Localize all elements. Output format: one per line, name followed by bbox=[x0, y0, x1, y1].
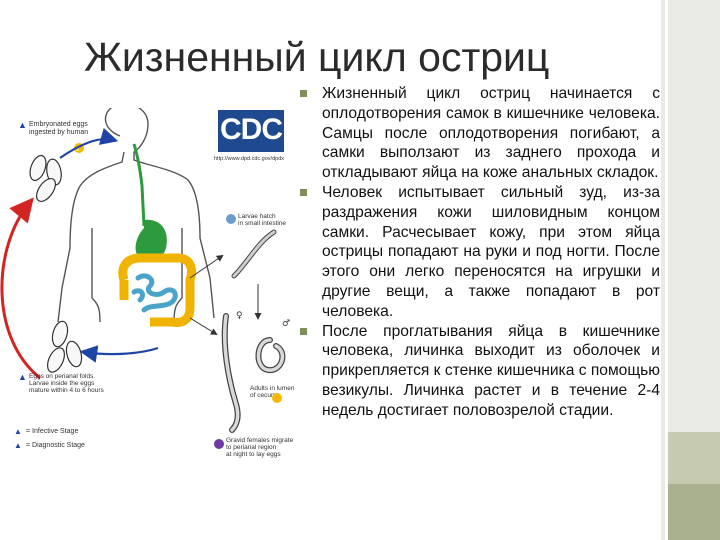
bullet-text: Человек испытывает сильный зуд, из-за ра… bbox=[322, 183, 660, 320]
step4-label: Adults in lumen of cecum bbox=[250, 385, 296, 399]
bullet-marker bbox=[300, 188, 307, 196]
bullet-text: Жизненный цикл остриц начинается с оплод… bbox=[322, 85, 660, 182]
step5-badge bbox=[214, 439, 224, 449]
right-accent-block-light bbox=[668, 432, 720, 484]
step6-badge: ▲ bbox=[18, 372, 27, 382]
esophagus bbox=[132, 143, 146, 227]
right-divider-line bbox=[661, 0, 665, 540]
arrow-eggs-to-mouth bbox=[59, 127, 119, 159]
cycle-arrow-red bbox=[0, 197, 41, 380]
legend-diagnostic-label: = Diagnostic Stage bbox=[26, 442, 85, 449]
step3-badge bbox=[226, 214, 236, 224]
legend-diagnostic-icon: ▲ bbox=[14, 441, 22, 450]
arrow-step5-to-step6 bbox=[79, 345, 159, 363]
step6-label: Eggs on perianal folds. Larvae inside th… bbox=[29, 373, 105, 394]
bullet-item: Жизненный цикл остриц начинается с оплод… bbox=[296, 84, 660, 183]
arrow-cecum-to-step4 bbox=[189, 317, 218, 336]
cdc-logo: CDC http://www.dpd.cdc.gov/dpdx bbox=[206, 110, 292, 166]
male-symbol-icon: ♂ bbox=[282, 319, 290, 329]
step1-label: Embryonated eggs ingested by human bbox=[29, 121, 90, 136]
life-cycle-diagram: ▲ Embryonated eggs ingested by human 2 L… bbox=[0, 103, 302, 470]
female-symbol-icon: ♀ bbox=[236, 311, 243, 321]
stomach bbox=[135, 219, 167, 262]
step1-eggs bbox=[29, 154, 62, 202]
legend-infective-icon: ▲ bbox=[14, 427, 22, 436]
large-intestine bbox=[118, 253, 196, 327]
legend-infective-label: = Infective Stage bbox=[26, 428, 78, 435]
bullet-text: После проглатывания яйца в кишечнике чел… bbox=[322, 322, 660, 419]
step4-adult-worms bbox=[221, 313, 286, 433]
small-intestine bbox=[131, 273, 178, 313]
slide-title: Жизненный цикл остриц bbox=[84, 34, 550, 80]
step5-label: Gravid females migrate to perianal regio… bbox=[226, 437, 295, 458]
bullet-marker bbox=[300, 90, 307, 97]
bullet-item: Человек испытывает сильный зуд, из-за ра… bbox=[296, 183, 660, 322]
bullet-item: После проглатывания яйца в кишечнике чел… bbox=[296, 322, 660, 421]
step6-eggs bbox=[47, 320, 83, 373]
bullet-list: Жизненный цикл остриц начинается с оплод… bbox=[296, 84, 660, 421]
step4-badge bbox=[272, 393, 282, 403]
arrow-intestine-to-step3 bbox=[189, 254, 224, 279]
step3-label: Larvae hatch in small intestine bbox=[238, 213, 286, 227]
right-accent-block-dark bbox=[668, 484, 720, 540]
bullet-marker bbox=[300, 327, 307, 335]
svg-text:2: 2 bbox=[76, 146, 80, 153]
step1-badge: ▲ bbox=[18, 120, 27, 130]
